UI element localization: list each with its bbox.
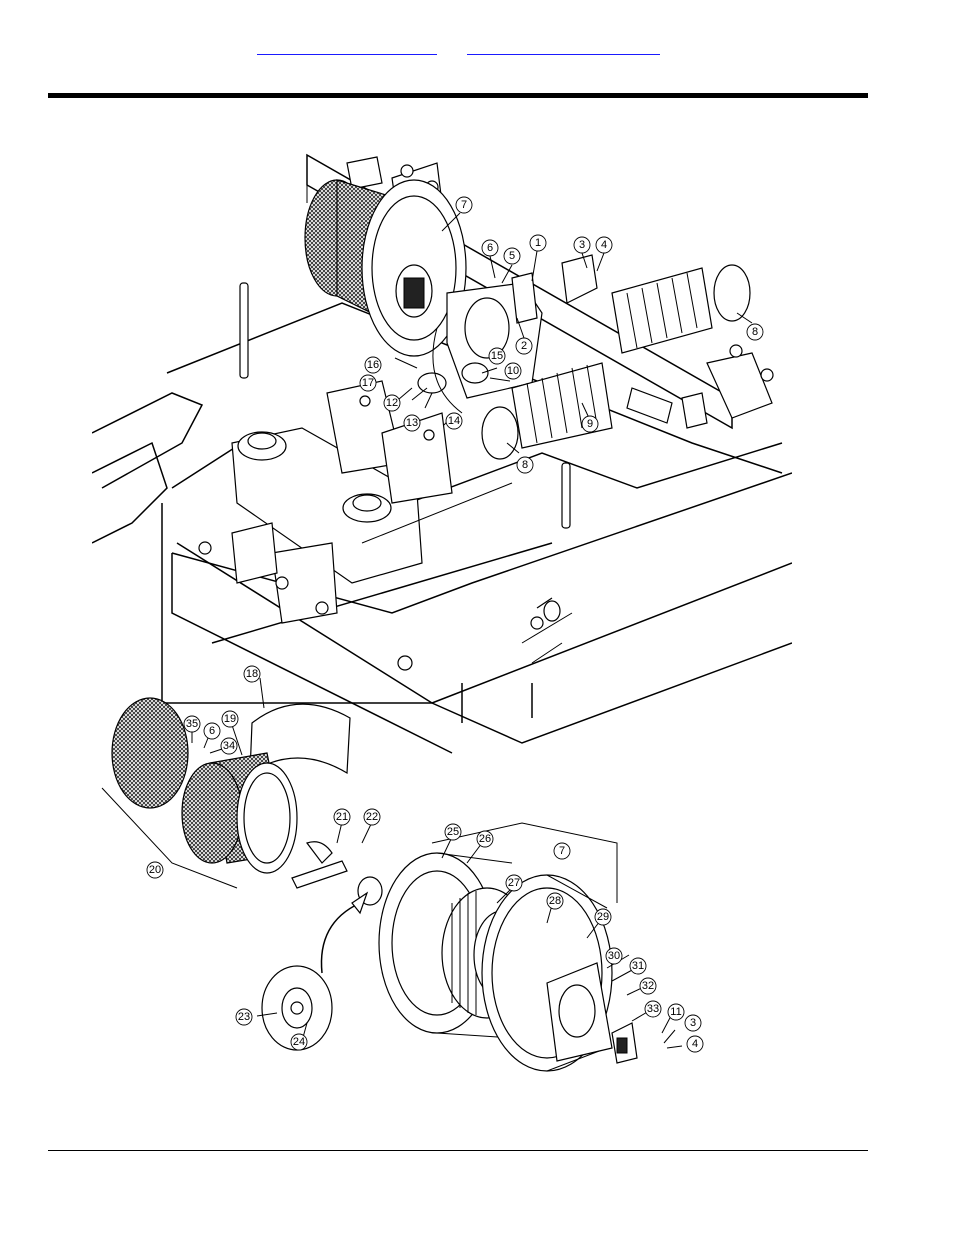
svg-text:7: 7	[559, 845, 565, 857]
svg-text:8: 8	[522, 459, 528, 471]
svg-text:13: 13	[406, 417, 418, 429]
callout-17: 17	[360, 375, 376, 391]
svg-text:34: 34	[223, 740, 235, 752]
svg-text:35: 35	[186, 718, 198, 730]
callout-19: 19	[222, 711, 238, 727]
parts-diagram-svg: 1 2 3 4 5 6 7 8 8 9 10 12 13 14 15 16 17…	[92, 143, 792, 1078]
svg-text:31: 31	[632, 960, 644, 972]
svg-text:6: 6	[209, 725, 215, 737]
svg-text:9: 9	[587, 418, 593, 430]
svg-text:21: 21	[336, 811, 348, 823]
callout-13: 13	[404, 415, 420, 431]
svg-text:15: 15	[491, 350, 503, 362]
svg-text:5: 5	[509, 250, 515, 262]
svg-text:25: 25	[447, 826, 459, 838]
svg-text:4: 4	[692, 1038, 698, 1050]
svg-text:33: 33	[647, 1003, 659, 1015]
svg-text:28: 28	[549, 895, 561, 907]
svg-text:20: 20	[149, 864, 161, 876]
callout-20: 20	[147, 862, 163, 878]
callout-6-lower: 6	[204, 723, 220, 739]
svg-text:4: 4	[601, 239, 607, 251]
callout-7-lower: 7	[554, 843, 570, 859]
svg-text:1: 1	[535, 237, 541, 249]
svg-text:14: 14	[448, 415, 460, 427]
svg-text:3: 3	[579, 239, 585, 251]
svg-text:7: 7	[461, 199, 467, 211]
callout-30: 30	[606, 948, 622, 964]
header-link-1[interactable]	[257, 38, 437, 55]
svg-text:19: 19	[224, 713, 236, 725]
callout-25: 25	[445, 824, 461, 840]
callout-2: 2	[516, 338, 532, 354]
svg-text:29: 29	[597, 911, 609, 923]
svg-text:18: 18	[246, 668, 258, 680]
callout-31: 31	[630, 958, 646, 974]
svg-text:22: 22	[366, 811, 378, 823]
callout-15: 15	[489, 348, 505, 364]
svg-text:17: 17	[362, 377, 374, 389]
callout-35: 35	[184, 716, 200, 732]
callout-12: 12	[384, 395, 400, 411]
svg-text:27: 27	[508, 877, 520, 889]
callout-4: 4	[596, 237, 612, 253]
callout-22: 22	[364, 809, 380, 825]
svg-text:6: 6	[487, 242, 493, 254]
callout-34: 34	[221, 738, 237, 754]
callout-21: 21	[334, 809, 350, 825]
callout-9: 9	[582, 416, 598, 432]
top-rule	[48, 93, 868, 98]
callout-4-lower: 4	[687, 1036, 703, 1052]
callout-7: 7	[456, 197, 472, 213]
svg-text:3: 3	[690, 1017, 696, 1029]
exploded-assembly	[102, 678, 682, 1071]
svg-text:12: 12	[386, 397, 398, 409]
parts-diagram: 1 2 3 4 5 6 7 8 8 9 10 12 13 14 15 16 17…	[92, 143, 792, 1078]
header-link-2[interactable]	[467, 38, 660, 55]
callout-26: 26	[477, 831, 493, 847]
callout-3-lower: 3	[685, 1015, 701, 1031]
callout-10: 10	[505, 363, 521, 379]
callout-14: 14	[446, 413, 462, 429]
callout-24: 24	[291, 1034, 307, 1050]
callout-1: 1	[530, 235, 546, 251]
callout-33: 33	[645, 1001, 661, 1017]
callout-29: 29	[595, 909, 611, 925]
svg-text:11: 11	[670, 1006, 681, 1018]
svg-text:8: 8	[752, 326, 758, 338]
callout-3: 3	[574, 237, 590, 253]
bottom-rule	[48, 1150, 868, 1151]
frame-assembly	[92, 155, 792, 753]
svg-text:2: 2	[521, 340, 527, 352]
callout-18: 18	[244, 666, 260, 682]
callout-11: 11	[668, 1004, 684, 1020]
callout-28: 28	[547, 893, 563, 909]
callout-16: 16	[365, 357, 381, 373]
svg-text:10: 10	[507, 365, 519, 377]
svg-text:32: 32	[642, 980, 654, 992]
svg-text:24: 24	[293, 1036, 305, 1048]
svg-text:30: 30	[608, 950, 620, 962]
callout-32: 32	[640, 978, 656, 994]
svg-text:16: 16	[367, 359, 379, 371]
svg-text:23: 23	[238, 1011, 250, 1023]
callout-23: 23	[236, 1009, 252, 1025]
callout-8b: 8	[517, 457, 533, 473]
callout-27: 27	[506, 875, 522, 891]
callout-5: 5	[504, 248, 520, 264]
callout-8a: 8	[747, 324, 763, 340]
callout-6: 6	[482, 240, 498, 256]
svg-text:26: 26	[479, 833, 491, 845]
